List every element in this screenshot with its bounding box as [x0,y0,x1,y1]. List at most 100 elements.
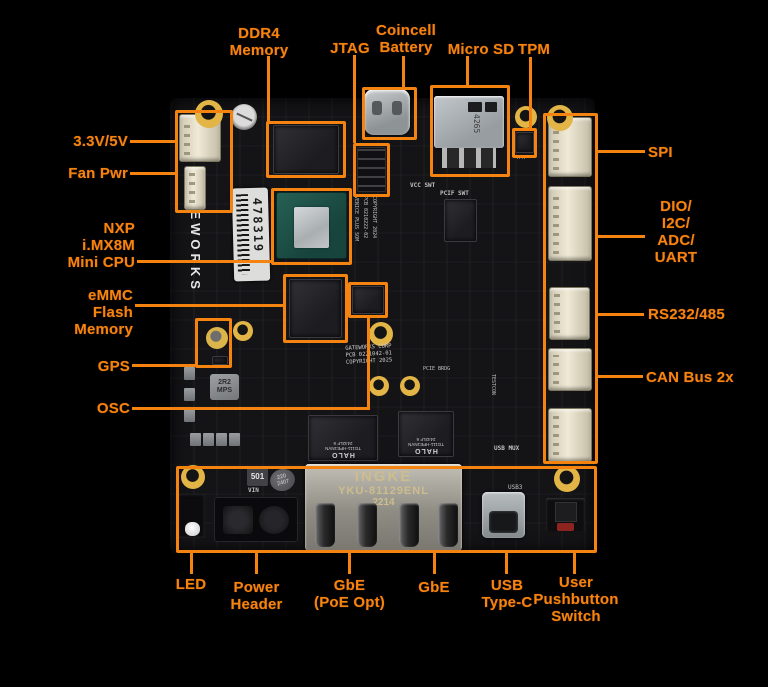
callout-usbc-stem [505,553,508,574]
serial-sticker: 478319 [231,187,271,282]
callout-line-text: ADC/ [657,232,695,249]
callout-line-text: LED [175,576,207,593]
callout-gbepoe-stem [348,553,351,574]
callout-line-text: NXP [103,220,135,237]
usb-mux-silk: USB MUX [494,445,520,452]
ethernet-transformer-1: HALO TG111-HPE1NVN 2442LF 6 [308,415,378,461]
fan-connector [184,166,206,210]
callout-line-text: Fan Pwr [68,165,128,182]
callout-tpm-leader [529,57,532,128]
gps-ufl-connector [206,327,228,349]
mounting-hole [369,376,389,396]
capacitor [190,433,201,446]
halo-text: HALO [414,447,438,454]
callout-line-text: Coincell [376,22,436,39]
callout-microsd-box [430,85,510,177]
halo-text: HALO [331,451,355,458]
battery-notch [372,101,382,115]
callout-rs232-leader [598,313,644,316]
rj45-date-text: 2214 [372,497,395,508]
callout-line-text: Header [230,596,283,613]
header-detail [223,506,253,534]
status-led [178,494,205,538]
callout-line-text: i.MX8M [82,237,135,254]
rj45-contact [357,503,377,547]
callout-dio-label: DIO/ I2C/ ADC/ UART [641,198,711,266]
callout-line-text: I2C/ [661,215,691,232]
som-marking: VENICE PLUS SOM PCB 0210222-02 COPYRIGHT… [352,196,377,274]
som-marking-line: COPYRIGHT 2024 [371,196,377,239]
transformer-text: HALO TG111-HPE1NVN 2442LF 6 [401,414,451,454]
corp-marking: GATEWORKS CORP PCB 0221042-01 COPYRIGHT … [327,343,392,367]
callout-spi-label: SPI [648,144,698,161]
callout-dio-leader [598,235,645,238]
halo-text: TG111-HPE1NVN [408,442,444,447]
tpm-silk-text: TPM [516,155,526,161]
battery-notch [392,101,402,115]
callout-tpm-box [512,128,537,158]
callout-line-text: Type-C [481,594,533,611]
ethernet-transformer-2: HALO TG111-HPE1NVN 2442LF 6 [398,411,454,457]
callout-line-text: Memory [229,42,289,59]
callout-power-box [175,110,233,213]
callout-line-text: eMMC [88,287,133,304]
callout-line-text: JTAG [330,40,370,57]
callout-emmc-box [283,274,348,343]
testcon-silk: TESTCON [490,374,496,396]
pcif-swt-silk: PCIF SWT [440,190,469,197]
callout-osc-leader-h [132,407,370,410]
emmc-chip [289,279,342,338]
rj45-contact [399,503,419,547]
inductor-501-text: 501 [250,472,265,481]
inductor-2r2-line: 2R2 [218,379,231,386]
callout-ddr4-box [266,121,346,178]
callout-jtag-leader [353,55,356,143]
led-lens [185,522,200,536]
callout-led-label: LED [160,576,222,593]
mounting-hole [554,466,580,492]
callout-line-text: USB [490,577,524,594]
inductor-2r2: 2R2 MPS [210,374,239,400]
callout-line-text: SPI [648,144,673,161]
callout-right-connectors-box [543,113,598,464]
callout-led-stem [190,553,193,574]
callout-line-text: DIO/ [660,198,692,215]
microsd-pins [442,148,496,168]
tpm-chip [515,132,534,153]
ddr4-chip [273,125,339,174]
callout-ddr4-leader [267,56,270,121]
callout-emmc-label: eMMC Flash Memory [38,287,133,338]
callout-pushbutton-label: User Pushbutton Switch [527,574,625,625]
callout-microsd-label: Micro SD [444,41,518,58]
vcc-swt-silk: VCC SWT [410,182,436,189]
callout-fan-label: Fan Pwr [50,165,128,182]
inductor-2r2-line: MPS [216,387,233,394]
callout-gps-leader [132,364,195,367]
mounting-hole [181,465,205,489]
mounting-hole [400,376,420,396]
capacitor [229,433,240,446]
rs232-connector [549,287,590,340]
callout-jtag-label: JTAG [326,40,374,57]
screw-head [231,104,257,130]
user-pushbutton [546,498,585,532]
callout-line-text: Flash [92,304,133,321]
callout-line-text: Mini CPU [67,254,135,271]
header-detail [259,506,289,534]
coincell-battery [364,89,410,135]
capacitor [184,409,195,422]
callout-line-text: Memory [74,321,133,338]
callout-gps-box [195,318,232,368]
callout-rs232-label: RS232/485 [648,306,753,323]
sd-window [468,102,482,112]
sd-code-text: 4265 [472,114,481,134]
dio-connector [548,186,592,261]
callout-osc-label: OSC [58,400,130,417]
callout-can-leader [598,375,643,378]
callout-3v3-label: 3.3V/5V [50,133,128,150]
halo-text: 2442LF 6 [333,441,353,446]
capacitor [184,367,195,380]
callout-gps-label: GPS [58,358,130,375]
cpu-chip [276,192,347,259]
